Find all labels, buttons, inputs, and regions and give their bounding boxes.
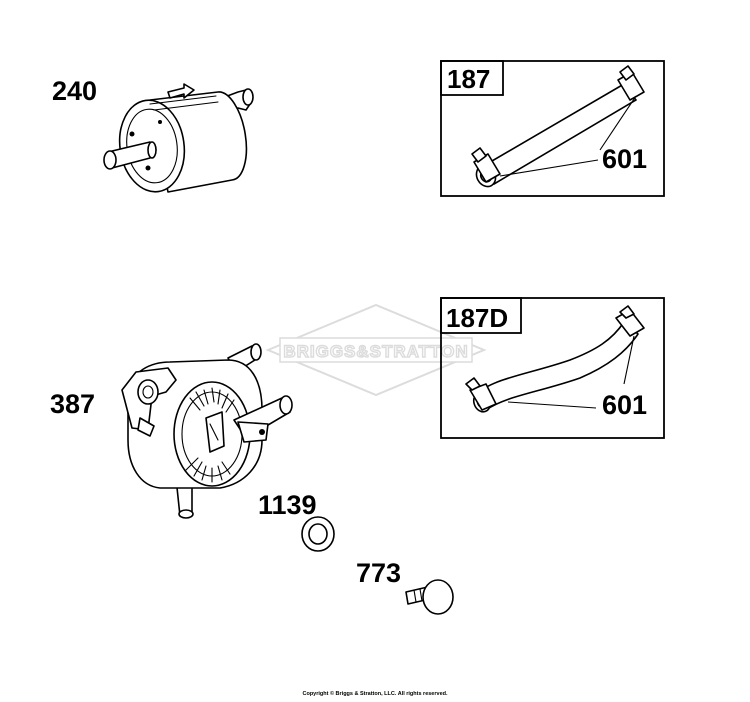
hose-187d-box[interactable]: 187D bbox=[440, 297, 665, 439]
brand-watermark: BRIGGS&STRATTON bbox=[265, 303, 487, 397]
watermark-text: BRIGGS&STRATTON bbox=[283, 342, 468, 361]
plug-part[interactable] bbox=[405, 579, 454, 615]
fuel-pump-part[interactable] bbox=[121, 343, 293, 519]
box-label-187d: 187D bbox=[446, 303, 508, 333]
callout-387: 387 bbox=[50, 389, 95, 419]
callout-773: 773 bbox=[356, 558, 401, 588]
fuel-filter-part[interactable] bbox=[103, 83, 254, 196]
box-label-187: 187 bbox=[447, 64, 490, 94]
callout-601-lower: 601 bbox=[602, 390, 647, 420]
pump-ribs bbox=[185, 387, 235, 483]
callout-1139: 1139 bbox=[258, 490, 317, 520]
copyright-footer: Copyright © Briggs & Stratton, LLC. All … bbox=[302, 691, 448, 697]
hose-187-box[interactable]: 187 bbox=[440, 60, 665, 197]
callout-240: 240 bbox=[52, 76, 97, 106]
callout-601-upper: 601 bbox=[602, 144, 647, 174]
seal-ring-part[interactable] bbox=[301, 516, 335, 552]
